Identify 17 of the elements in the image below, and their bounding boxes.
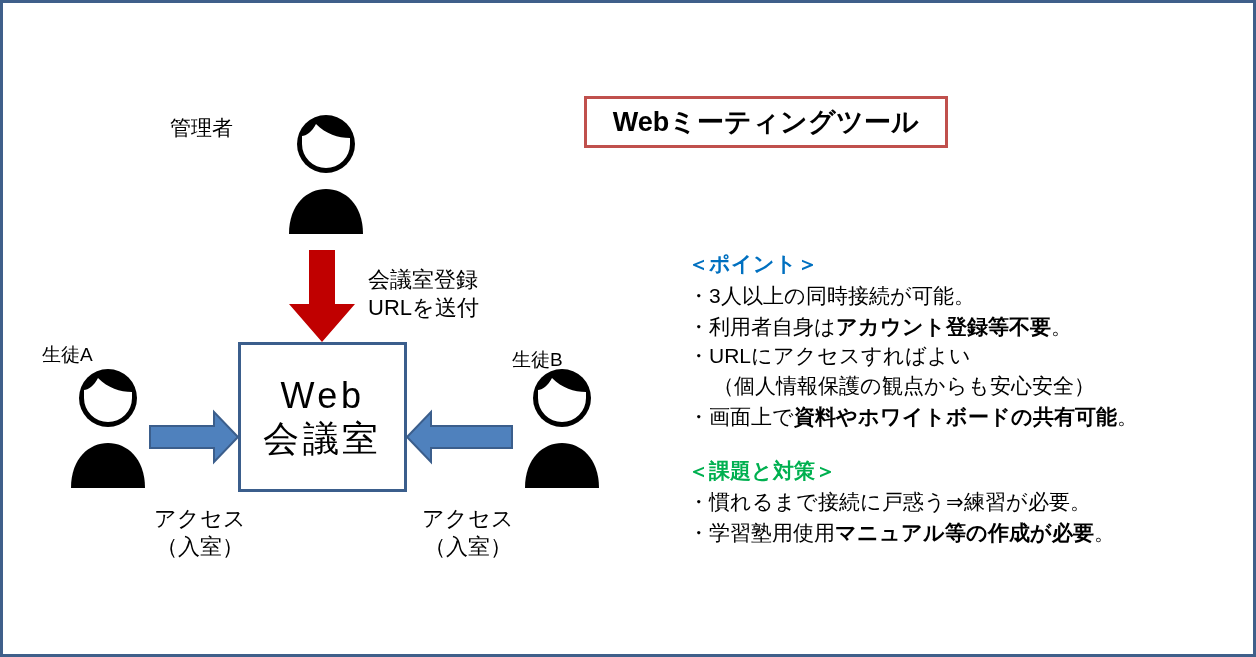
note-text: ・慣れるまで接続に戸惑う⇒練習が必要。	[688, 489, 1091, 515]
note-text: ・3人以上の同時接続が可能。	[688, 283, 975, 309]
section-heading: ＜課題と対策＞	[688, 458, 836, 484]
note-text: ・利用者自身はアカウント登録等不要。	[688, 314, 1072, 340]
node-label: 生徒A	[42, 343, 93, 367]
node-label: 管理者	[170, 115, 233, 141]
note-text: ・学習塾用使用マニュアル等の作成が必要。	[688, 520, 1115, 546]
title: Webミーティングツール	[584, 96, 948, 148]
node-label: 生徒B	[512, 348, 563, 372]
block-arrow	[405, 409, 513, 465]
note-text: （個人情報保護の観点からも安心安全）	[713, 373, 1095, 399]
room-box: Web会議室	[238, 342, 407, 492]
note-text: ・URLにアクセスすればよい	[688, 343, 971, 369]
section-heading: ＜ポイント＞	[688, 251, 818, 277]
block-arrow	[289, 250, 355, 342]
block-arrow	[149, 409, 240, 465]
note-text: ・画面上で資料やホワイトボードの共有可能。	[688, 404, 1138, 430]
